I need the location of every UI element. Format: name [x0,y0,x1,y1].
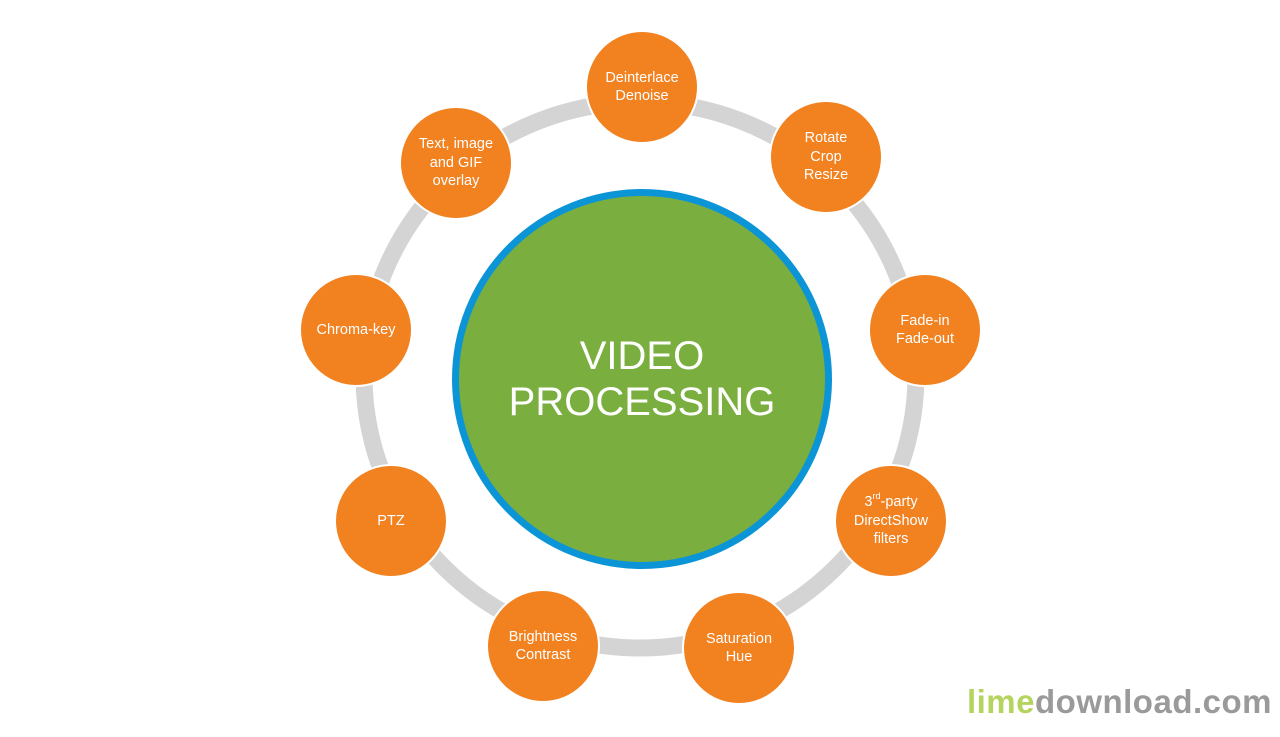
node-label: Resize [803,167,849,184]
node-text-image-gif-overlay: Text, image and GIF overlay [399,106,513,220]
watermark-domain: download.com [1035,683,1272,720]
node-label: Deinterlace [605,69,679,86]
node-label: Fade-out [895,331,955,347]
node-label: Chroma-key [316,321,396,338]
node-label: and GIF [429,154,483,171]
node-label: Fade-in [900,312,950,329]
node-rotate-crop-resize: Rotate Crop Resize [769,100,883,214]
node-label: Text, image [418,136,494,153]
node-saturation-hue: Saturation Hue [682,591,796,705]
node-label: 3rd-party [864,491,918,512]
node-label: Rotate [804,130,848,147]
watermark-logo: limedownload.com [967,683,1272,721]
node-label: overlay [432,173,480,190]
node-label: Contrast [515,647,571,663]
hub-title-line1: VIDEO [579,334,705,378]
node-label: Hue [725,649,753,665]
center-hub: VIDEO PROCESSING [452,189,832,569]
node-fade-in-out: Fade-in Fade-out [868,273,982,387]
node-label: Brightness [508,628,578,645]
hub-title-line2: PROCESSING [508,380,776,424]
node-label: filters [873,531,909,548]
watermark-lime: lime [966,683,1035,720]
node-directshow-filters: 3rd-party DirectShow filters [834,464,948,578]
node-chroma-key: Chroma-key [299,273,413,387]
node-label: Denoise [615,88,669,104]
node-label: Crop [810,148,842,165]
node-label: PTZ [377,512,405,529]
node-label: Saturation [705,630,773,647]
node-brightness-contrast: Brightness Contrast [486,589,600,703]
node-deinterlace-denoise: Deinterlace Denoise [585,30,699,144]
ordinal-number: 3 [864,494,873,511]
ordinal-rest: -party [880,494,918,511]
node-label: DirectShow [853,512,929,529]
ordinal-suffix: rd [872,491,881,502]
node-ptz: PTZ [334,464,448,578]
